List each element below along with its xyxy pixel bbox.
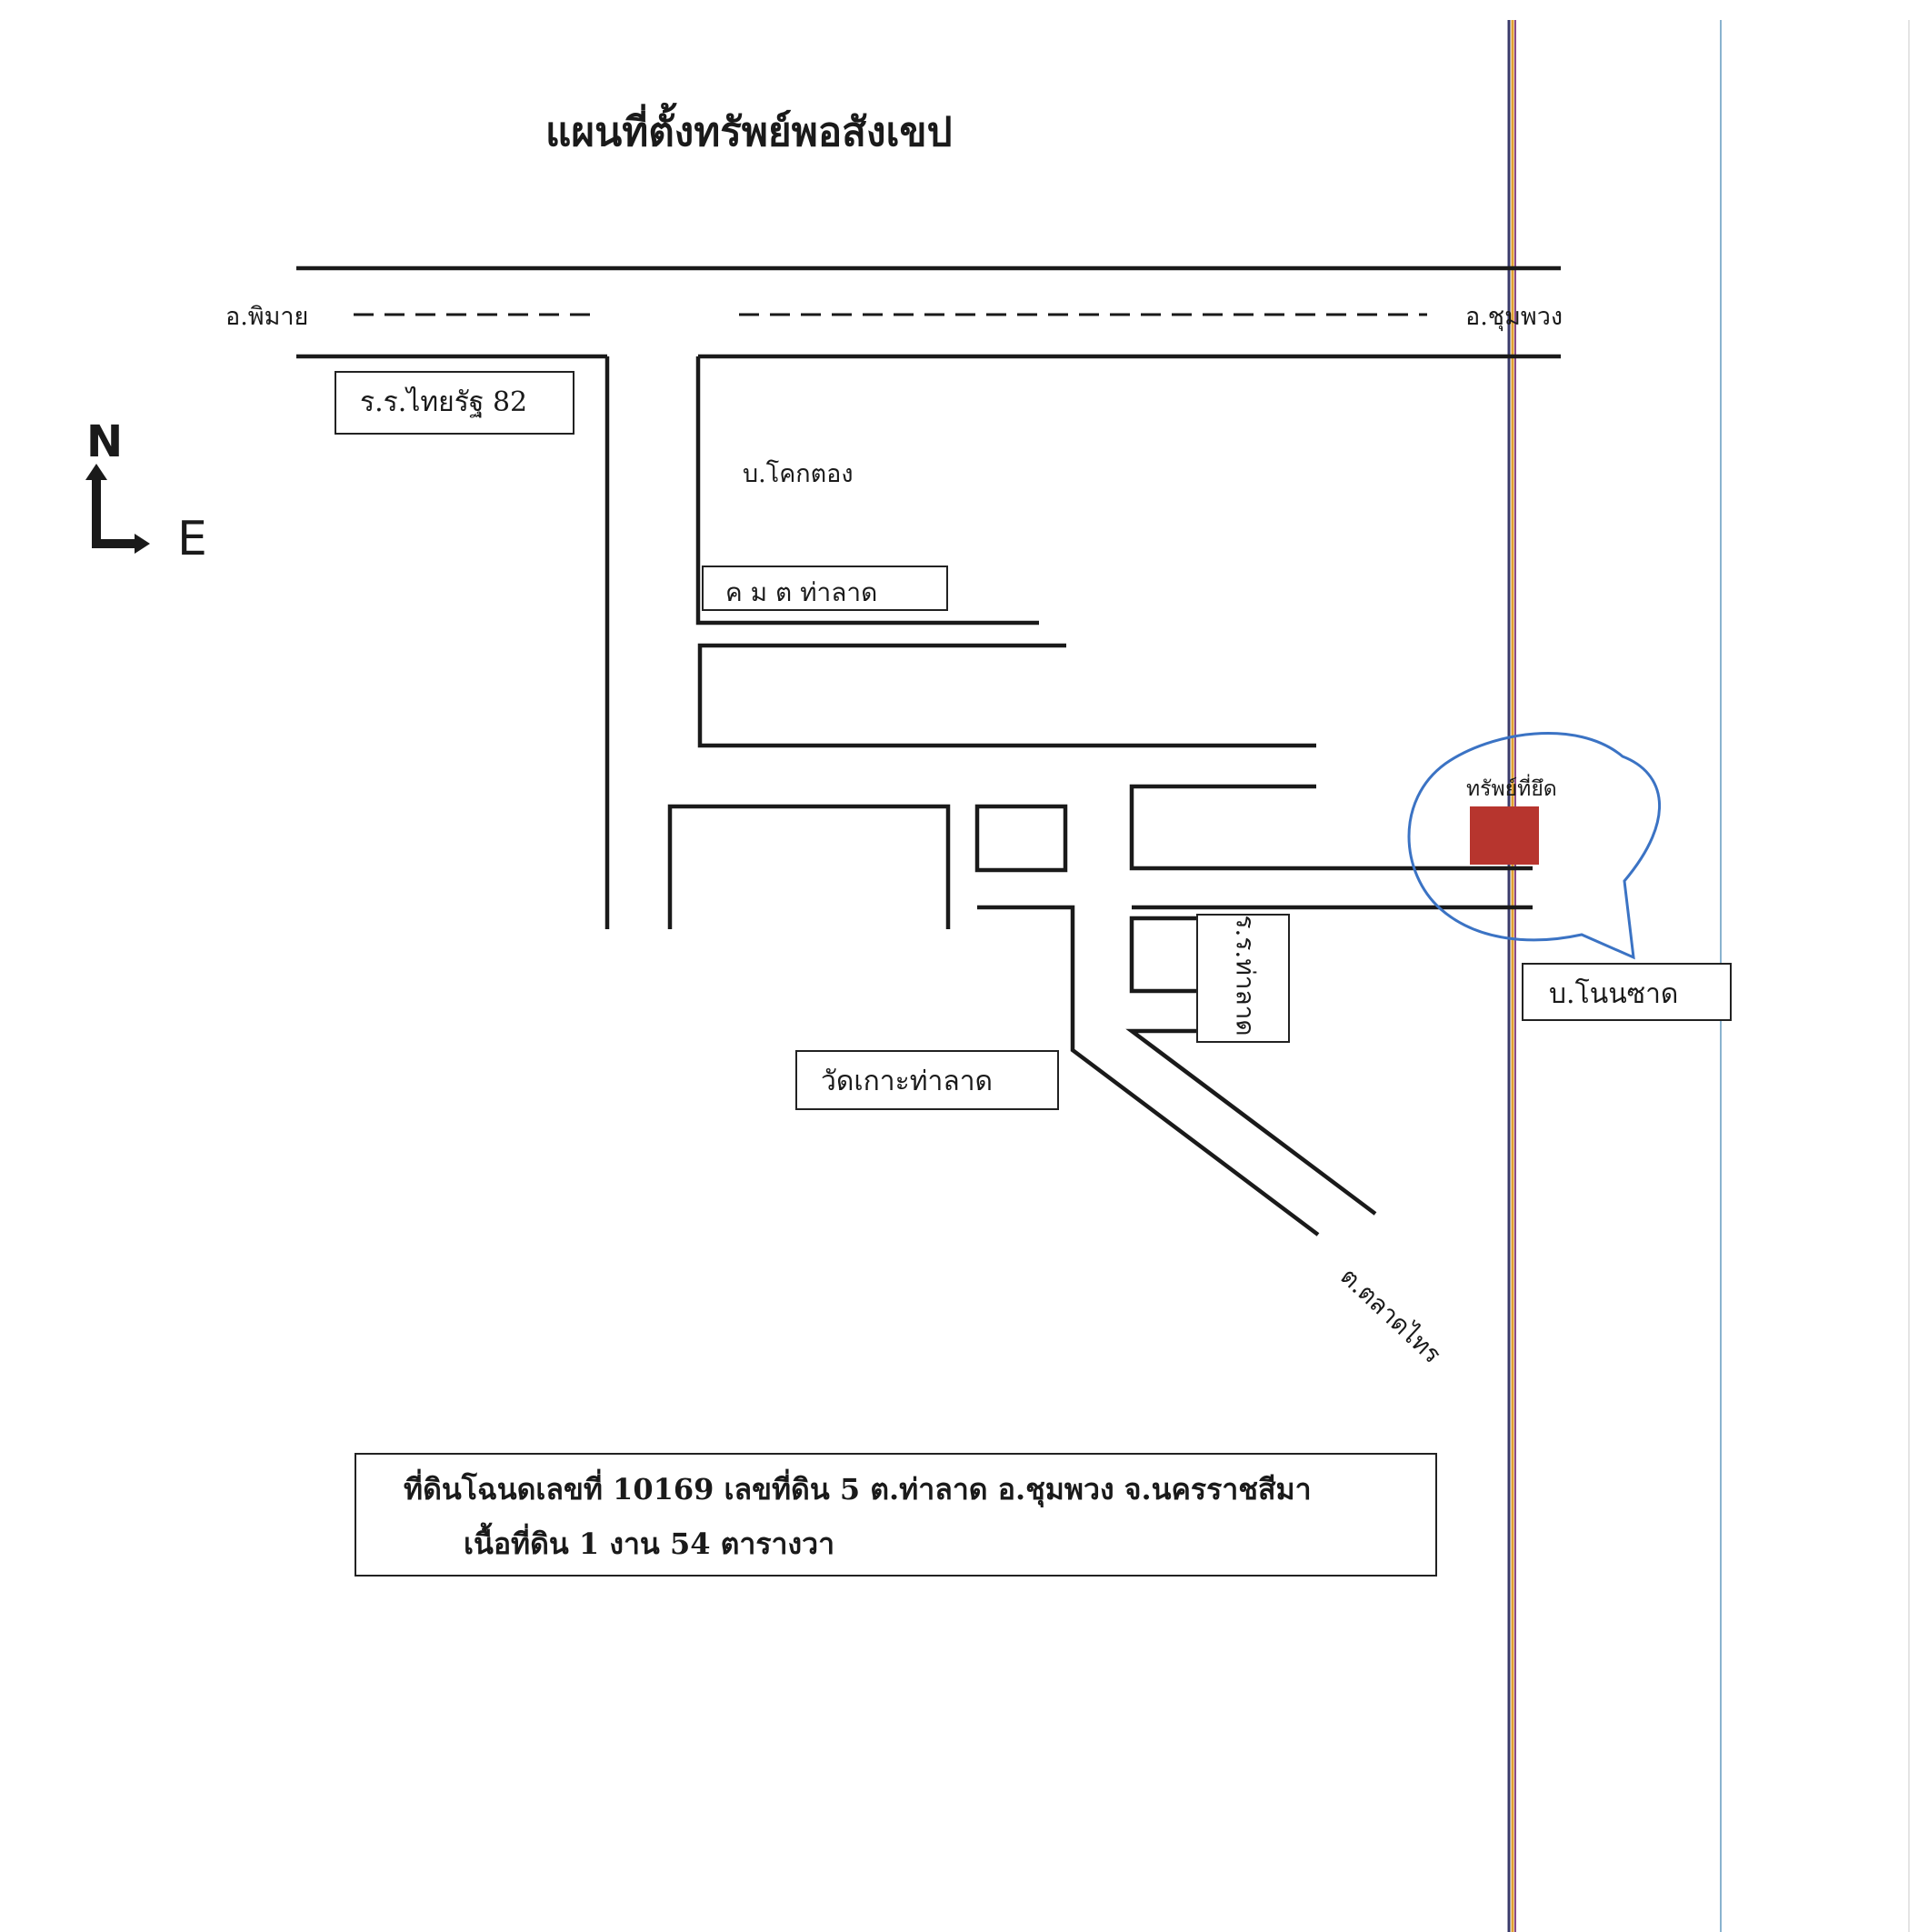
deed-line-2: เนื้อที่ดิน 1 งาน 54 ตารางวา bbox=[464, 1527, 835, 1561]
label-khok-tong: บ.โคกตอง bbox=[743, 460, 854, 488]
seized-asset-marker bbox=[1470, 806, 1539, 865]
label-chumphuang: อ.ชุมพวง bbox=[1465, 303, 1563, 331]
wat-box: วัดเกาะท่าลาด bbox=[795, 1050, 1059, 1110]
map-title: แผนที่ตั้งทรัพย์พอสังเขป bbox=[545, 109, 953, 155]
khor-tor-box: ค ม ต ท่าลาด bbox=[702, 566, 948, 611]
main-highway bbox=[296, 265, 1561, 359]
school-box: ร.ร.ไทยรัฐ 82 bbox=[335, 371, 574, 435]
compass-north-label: N bbox=[86, 416, 124, 467]
rotated-school-box: ร.ร.ท่าลาด bbox=[1196, 914, 1290, 1043]
deed-info-box: ที่ดินโฉนดเลขที่ 10169 เลขที่ดิน 5 ต.ท่า… bbox=[355, 1453, 1437, 1577]
label-pimai: อ.พิมาย bbox=[225, 303, 309, 331]
wat-label: วัดเกาะท่าลาด bbox=[821, 1066, 994, 1097]
rotated-school-label: ร.ร.ท่าลาด bbox=[1230, 915, 1261, 1036]
scan-artifact-lines bbox=[1507, 20, 1910, 1932]
compass-arrow bbox=[85, 464, 150, 554]
local-roads bbox=[604, 356, 1533, 1236]
school-label: ร.ร.ไทยรัฐ 82 bbox=[360, 386, 528, 418]
khor-tor-label: ค ม ต ท่าลาด bbox=[725, 577, 878, 607]
asset-callout-bubble bbox=[1407, 732, 1661, 960]
deed-line-1: ที่ดินโฉนดเลขที่ 10169 เลขที่ดิน 5 ต.ท่า… bbox=[404, 1472, 1312, 1507]
non-sad-label: บ.โนนซาด bbox=[1549, 978, 1679, 1010]
compass-east-label: E bbox=[177, 512, 207, 566]
non-sad-box: บ.โนนซาด bbox=[1522, 963, 1732, 1021]
label-seized-asset: ทรัพย์ที่ยึด bbox=[1466, 777, 1557, 801]
